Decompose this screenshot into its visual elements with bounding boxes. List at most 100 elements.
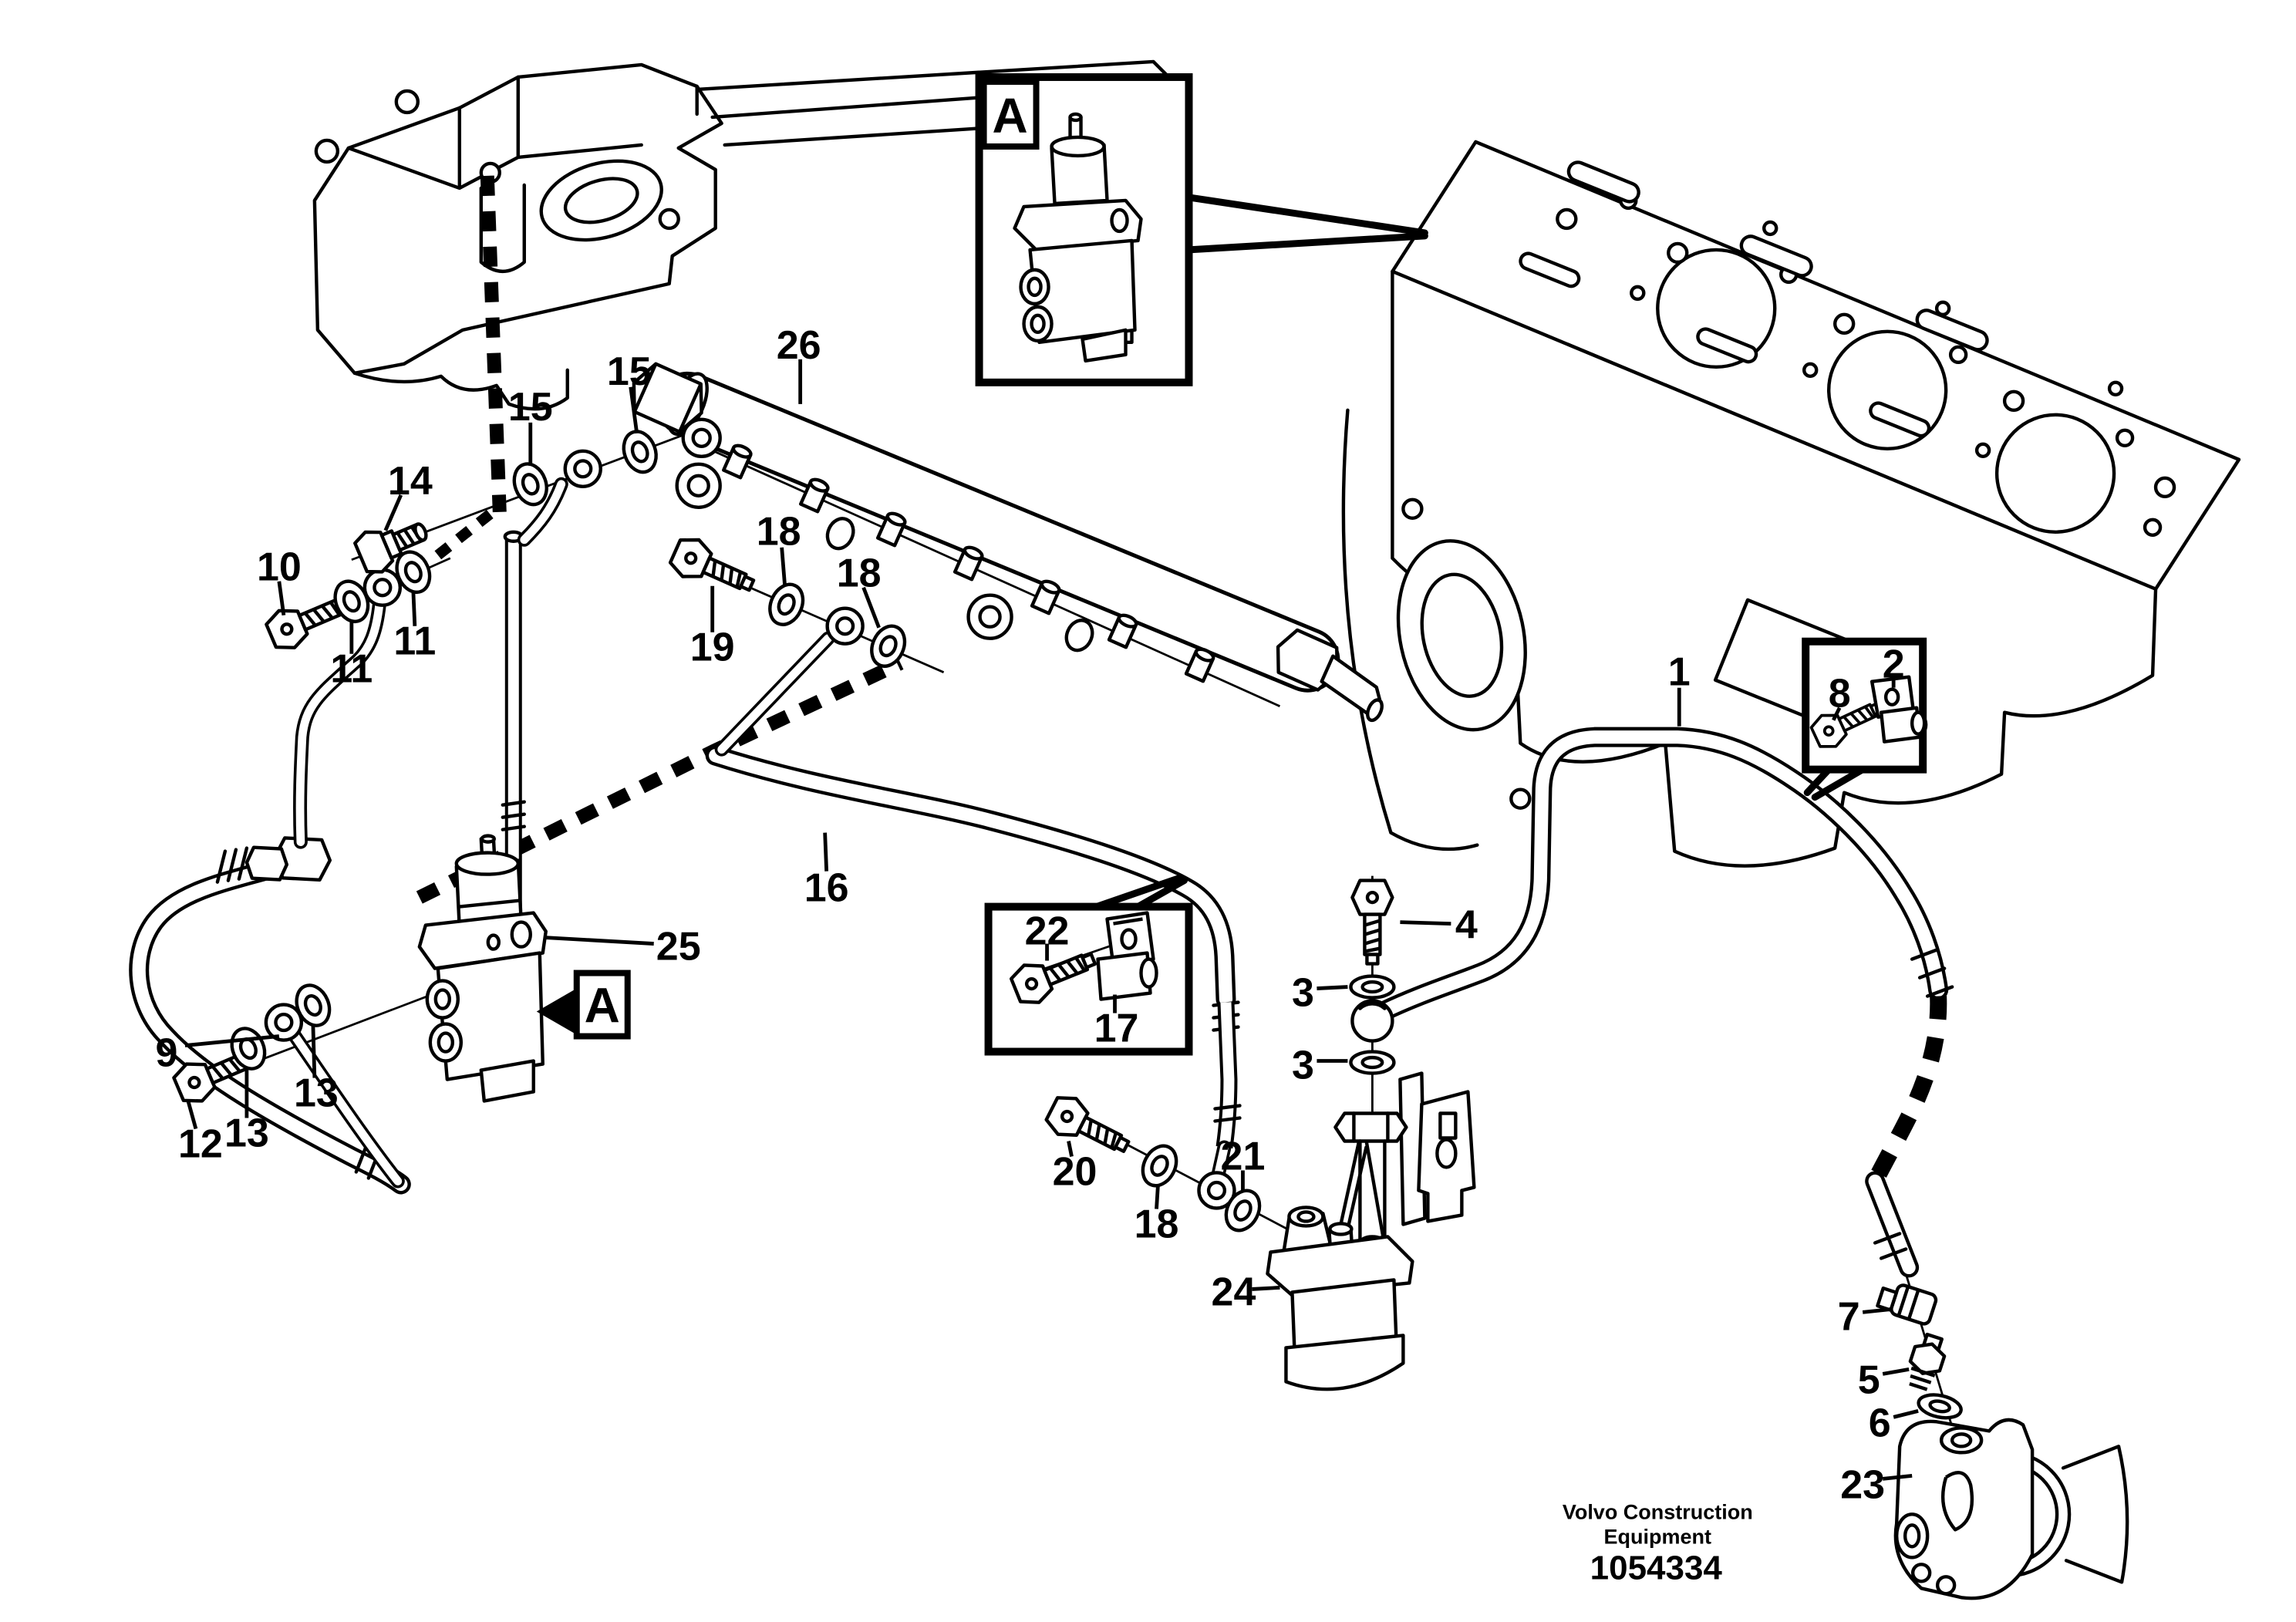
callout-7: 7 [1838, 1294, 1860, 1339]
banjo-eye-9 [266, 1005, 302, 1040]
cylinder-bore [1656, 248, 1777, 369]
pipe-16 [705, 631, 1242, 1182]
detail-a-valve-art [1013, 112, 1143, 363]
detail-a-label: A [992, 88, 1027, 143]
callout-9: 9 [155, 1031, 177, 1076]
title-block: Volvo Construction Equipment 1054334 [1563, 1500, 1753, 1587]
belt-lines [2061, 1445, 2129, 1584]
callout-19: 19 [690, 626, 735, 670]
callout-20: 20 [1053, 1149, 1097, 1194]
clamp-2 [1870, 675, 1927, 744]
clamp-17 [1096, 911, 1158, 1001]
hose-clamp-7 [1876, 1283, 1938, 1326]
callout-leader-7 [1862, 1307, 1893, 1314]
shutoff-valve-25 [417, 834, 548, 1103]
callout-3: 3 [1292, 1044, 1314, 1088]
banjo-eye-16 [828, 609, 863, 644]
callout-18: 18 [757, 510, 801, 555]
callout-leader-11 [411, 590, 417, 626]
pump-housing-24 [1266, 1071, 1476, 1391]
callout-24: 24 [1212, 1270, 1256, 1314]
hardware [171, 427, 1964, 1421]
callout-leader-18 [780, 547, 787, 586]
callout-leader-10 [277, 581, 286, 616]
pipe-1 [1350, 727, 1954, 1278]
callout-8: 8 [1829, 672, 1851, 717]
washer-3 [1350, 976, 1394, 998]
detail-a-arrow-label: A [585, 978, 620, 1034]
callout-13: 13 [224, 1111, 269, 1155]
bolt10-axis-dashed [434, 504, 501, 560]
callout-6: 6 [1869, 1401, 1891, 1445]
callout-leader-23 [1882, 1473, 1913, 1481]
figure-number: 1054334 [1590, 1549, 1723, 1587]
pipe-9 [129, 836, 411, 1195]
arrow-a-triangle [536, 988, 577, 1035]
callout-leader-13 [311, 1023, 317, 1078]
clamp-detail-box-8-2 [1802, 637, 1927, 801]
banjo-ball-fitting [1350, 999, 1394, 1043]
callout-leader-6 [1893, 1409, 1919, 1419]
flywheel-flange [1341, 408, 1479, 851]
engine-block-right [1341, 140, 2241, 868]
callout-leader-5 [1882, 1367, 1910, 1376]
callout-leader-12 [186, 1100, 198, 1130]
pipe-banjo-branch [293, 597, 386, 849]
detail-a-box: A [975, 73, 1428, 386]
callout-leader-20 [1067, 1141, 1074, 1157]
callout-12: 12 [178, 1121, 223, 1166]
callout-leader-18 [861, 586, 881, 629]
engine-continuation-lines [695, 59, 1177, 147]
callout-leader-16 [823, 832, 829, 872]
callout-5: 5 [1858, 1357, 1880, 1402]
callout-25: 25 [656, 925, 701, 969]
callout-2: 2 [1883, 642, 1905, 687]
brand-line-2: Equipment [1604, 1525, 1711, 1548]
banjo-eye-11 [365, 570, 400, 605]
detail-a-pointer [1185, 194, 1428, 254]
cylinder-bore [1994, 413, 2116, 534]
brand-line-1: Volvo Construction [1563, 1500, 1753, 1523]
callout-18: 18 [837, 551, 882, 596]
callout-leader-8 [1832, 706, 1842, 721]
pump-23 [1893, 1418, 2129, 1600]
callout-leader-25 [545, 936, 654, 946]
clamp-box-pointer [1093, 874, 1188, 911]
callout-14: 14 [388, 459, 433, 504]
callout-leader-3 [1317, 985, 1348, 990]
callout-1: 1 [1668, 650, 1691, 695]
clamp-detail-box-22-17 [984, 874, 1193, 1056]
callout-3: 3 [1292, 971, 1314, 1016]
callout-17: 17 [1094, 1007, 1139, 1051]
rail-outlet-elbow [1276, 628, 1384, 723]
callout-11: 11 [393, 619, 436, 664]
callout-26: 26 [777, 323, 821, 368]
callout-4: 4 [1455, 903, 1478, 948]
engine-block-left [312, 59, 1177, 411]
callout-leader-14 [383, 494, 403, 531]
deck-slots [1519, 160, 1989, 438]
banjo-eye-15 [565, 451, 601, 487]
callout-23: 23 [1840, 1462, 1885, 1507]
callout-15: 15 [607, 349, 652, 394]
callout-leader-9 [184, 1034, 280, 1047]
callout-leader-24 [1252, 1286, 1280, 1291]
callout-15: 15 [508, 385, 553, 430]
detail-a-arrow: A [536, 969, 631, 1040]
callout-leader-15 [629, 386, 639, 434]
callout-leader-18 [1155, 1184, 1160, 1209]
callout-11: 11 [330, 647, 373, 692]
callout-leader-4 [1400, 920, 1451, 926]
callout-10: 10 [257, 545, 302, 590]
callout-22: 22 [1025, 909, 1070, 954]
callout-18: 18 [1135, 1202, 1179, 1246]
rail-end-hex [632, 362, 703, 434]
fitting-14 [353, 522, 428, 574]
washer-3 [1350, 1052, 1394, 1074]
callout-13: 13 [294, 1071, 339, 1116]
callout-21: 21 [1221, 1134, 1266, 1179]
fuel-rail [632, 362, 1384, 723]
callout-16: 16 [804, 866, 849, 911]
